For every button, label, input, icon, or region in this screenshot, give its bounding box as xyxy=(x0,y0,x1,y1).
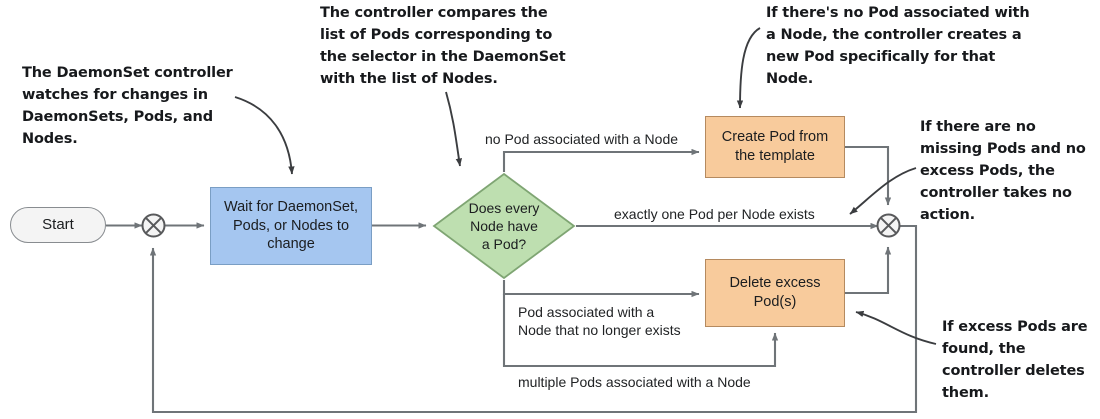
merge-node-right xyxy=(876,213,901,238)
annotation-watches-for-changes: The DaemonSet controller watches for cha… xyxy=(22,65,233,148)
pointer-create-to-createbox xyxy=(736,27,761,109)
pointer-watch-to-wait xyxy=(234,96,295,175)
edge-multiple-pods-to-delete xyxy=(502,294,779,368)
edge-label-exactly-one-pod: exactly one Pod per Node exists xyxy=(614,206,815,222)
pointer-compare-to-decision xyxy=(445,91,463,167)
edge-decision-to-create xyxy=(502,148,700,172)
annotation-deletes-excess-pods: If excess Pods are found, the controller… xyxy=(942,319,1088,402)
edge-delete-to-merge-right xyxy=(845,246,892,295)
edge-decision-to-delete xyxy=(502,280,700,298)
merge-node-left xyxy=(141,213,166,238)
annotation-creates-new-pod: If there's no Pod associated with a Node… xyxy=(766,5,1030,88)
edge-create-to-merge-right xyxy=(845,145,892,206)
annotation-controller-compares: The controller compares the list of Pods… xyxy=(320,5,566,88)
edge-label-multiple-pods: multiple Pods associated with a Node xyxy=(518,374,751,390)
annotation-takes-no-action: If there are no missing Pods and no exce… xyxy=(920,119,1086,224)
pointer-excess-to-deletebox xyxy=(855,310,937,345)
decision-diamond-shape xyxy=(432,172,576,280)
node-wait-for-changes: Wait for DaemonSet, Pods, or Nodes to ch… xyxy=(210,187,372,265)
node-create-pod-from-template: Create Pod from the template xyxy=(705,116,845,178)
node-start: Start xyxy=(10,207,106,243)
edge-label-pod-associated-node-gone: Pod associated with a Node that no longe… xyxy=(518,304,681,339)
edge-label-no-pod-associated: no Pod associated with a Node xyxy=(485,131,679,147)
node-delete-excess-pods: Delete excess Pod(s) xyxy=(705,259,845,327)
pointer-noaction-to-merge xyxy=(849,167,917,215)
node-decision-does-every-node-have-a-pod: Does every Node have a Pod? xyxy=(432,172,576,280)
node-decision-label: Does every Node have a Pod? xyxy=(468,199,540,253)
edge-feedback-loop xyxy=(149,224,918,414)
